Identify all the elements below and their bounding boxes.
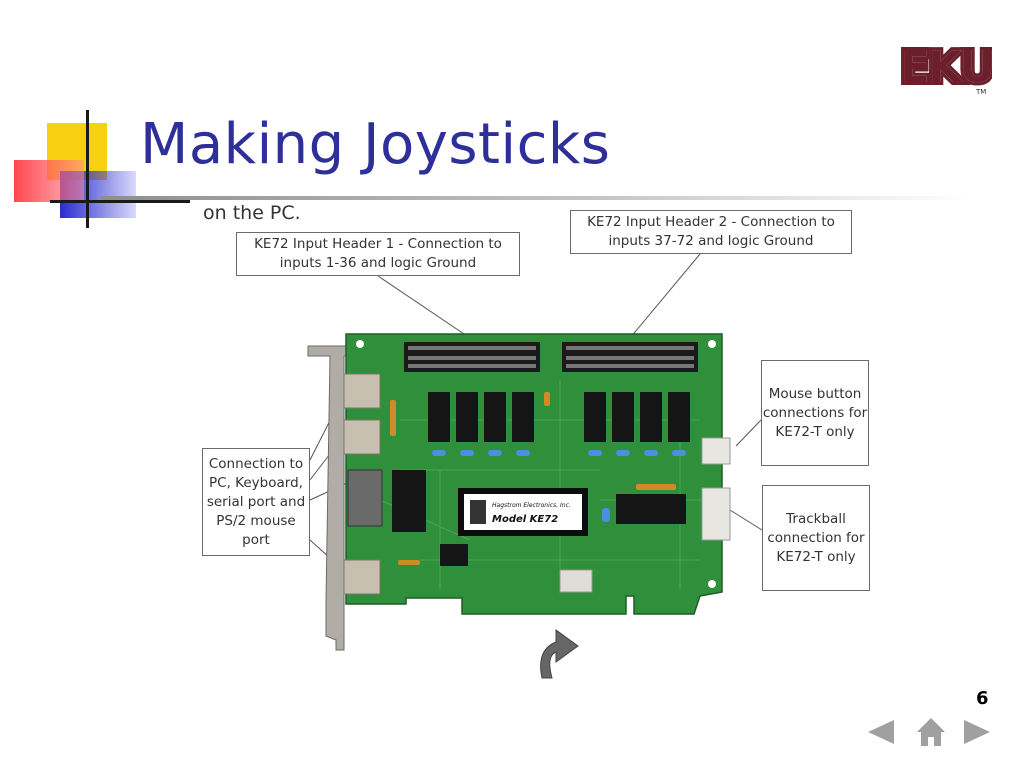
deco-red-square bbox=[14, 160, 84, 202]
callout-trackball: Trackball connection for KE72-T only bbox=[762, 485, 870, 591]
page-number: 6 bbox=[976, 688, 989, 709]
slide-title: Making Joysticks bbox=[140, 112, 611, 177]
deco-vertical-line bbox=[86, 110, 89, 228]
chip-maker-label: Hagstrom Electronics, Inc. bbox=[492, 502, 571, 509]
triangle-right-icon bbox=[964, 720, 990, 744]
title-underline bbox=[100, 196, 970, 200]
deco-horizontal-line bbox=[50, 200, 190, 203]
callout-pc-connection: Connection to PC, Keyboard, serial port … bbox=[202, 448, 310, 556]
chip-model-label: Model KE72 bbox=[492, 514, 558, 525]
callout-input-header-2: KE72 Input Header 2 - Connection to inpu… bbox=[570, 210, 852, 254]
callout-mouse-button: Mouse button connections for KE72-T only bbox=[761, 360, 869, 466]
home-button[interactable] bbox=[916, 716, 946, 748]
home-icon bbox=[917, 718, 945, 746]
slide-caption: on the PC. bbox=[203, 202, 301, 224]
logo-text-fill: EKU bbox=[900, 42, 992, 93]
logo-text: EKU bbox=[900, 42, 992, 93]
prev-slide-button[interactable] bbox=[866, 716, 896, 748]
callout-input-header-1: KE72 Input Header 1 - Connection to inpu… bbox=[236, 232, 520, 276]
eku-logo: EKU EKU TM bbox=[897, 39, 992, 96]
logo-tm: TM bbox=[975, 88, 986, 96]
next-slide-button[interactable] bbox=[962, 716, 992, 748]
triangle-left-icon bbox=[868, 720, 894, 744]
